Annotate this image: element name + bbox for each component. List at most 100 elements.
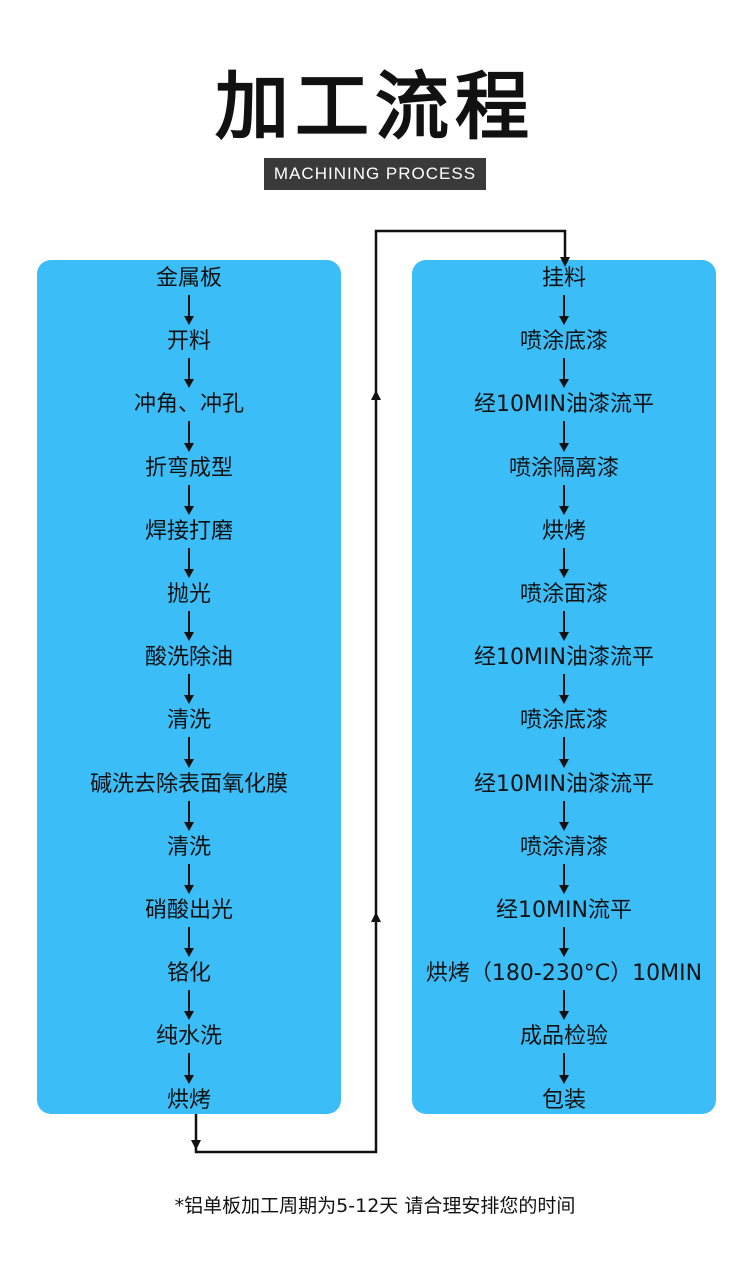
right-process-step: 经10MIN油漆流平 bbox=[474, 771, 654, 797]
connector-arrowhead-down-right bbox=[560, 257, 570, 267]
down-arrow-icon bbox=[558, 611, 570, 642]
connector-line bbox=[194, 229, 567, 1154]
right-process-step: 经10MIN油漆流平 bbox=[474, 392, 654, 418]
left-process-step: 清洗 bbox=[166, 834, 211, 860]
down-arrow-icon bbox=[183, 1053, 195, 1084]
arrow-shaft bbox=[563, 800, 565, 825]
right-process-step: 挂料 bbox=[541, 266, 586, 291]
arrow-head bbox=[184, 379, 194, 389]
connector-arrowhead-down-left bbox=[191, 1140, 201, 1150]
arrow-shaft bbox=[563, 547, 565, 572]
down-arrow-icon bbox=[183, 737, 195, 768]
arrow-shaft bbox=[188, 611, 190, 636]
arrow-head bbox=[184, 568, 194, 578]
right-process-step: 经10MIN流平 bbox=[496, 898, 632, 923]
arrow-shaft bbox=[188, 863, 190, 888]
arrow-shaft bbox=[563, 295, 565, 320]
arrow-head bbox=[559, 442, 569, 452]
down-arrow-icon bbox=[183, 927, 195, 958]
arrow-head bbox=[184, 821, 194, 831]
down-arrow-icon bbox=[183, 611, 195, 642]
left-process-step: 清洗 bbox=[166, 708, 211, 734]
left-process-step: 碱洗去除表面氧化膜 bbox=[89, 771, 288, 797]
down-arrow-icon bbox=[558, 484, 570, 515]
left-process-panel: 金属板开料冲角、冲孔折弯成型焊接打磨抛光酸洗除油清洗碱洗去除表面氧化膜清洗硝酸出… bbox=[37, 260, 341, 1114]
arrow-shaft bbox=[188, 990, 190, 1015]
down-arrow-icon bbox=[558, 1053, 570, 1084]
down-arrow-icon bbox=[558, 358, 570, 389]
arrow-head bbox=[559, 1011, 569, 1021]
right-process-step: 喷涂清漆 bbox=[519, 834, 608, 860]
right-process-step: 喷涂底漆 bbox=[519, 708, 608, 734]
arrow-head bbox=[184, 632, 194, 642]
arrow-head bbox=[559, 884, 569, 894]
arrow-head bbox=[184, 695, 194, 705]
arrow-shaft bbox=[563, 927, 565, 952]
arrow-head bbox=[184, 505, 194, 515]
arrow-shaft bbox=[563, 484, 565, 509]
arrow-shaft bbox=[563, 737, 565, 762]
down-arrow-icon bbox=[183, 358, 195, 389]
right-process-step: 包装 bbox=[541, 1087, 586, 1113]
arrow-shaft bbox=[563, 421, 565, 446]
down-arrow-icon bbox=[558, 421, 570, 452]
arrow-head bbox=[559, 505, 569, 515]
arrow-head bbox=[559, 1074, 569, 1084]
arrow-head bbox=[559, 758, 569, 768]
left-process-step: 开料 bbox=[166, 329, 211, 355]
arrow-head bbox=[184, 1011, 194, 1021]
arrow-shaft bbox=[188, 800, 190, 825]
arrow-shaft bbox=[563, 611, 565, 636]
connector-arrowhead-up-lower bbox=[371, 912, 381, 922]
arrow-shaft bbox=[563, 863, 565, 888]
arrow-shaft bbox=[188, 295, 190, 320]
footer-note: *铝单板加工周期为5-12天 请合理安排您的时间 bbox=[174, 1195, 576, 1217]
down-arrow-icon bbox=[558, 295, 570, 326]
left-process-step: 冲角、冲孔 bbox=[133, 392, 244, 418]
right-process-step: 喷涂底漆 bbox=[519, 329, 608, 355]
right-process-step: 烘烤（180-230°C）10MIN bbox=[425, 961, 703, 987]
arrow-shaft bbox=[563, 674, 565, 699]
down-arrow-icon bbox=[558, 990, 570, 1021]
right-process-panel: 挂料喷涂底漆经10MIN油漆流平喷涂隔离漆烘烤喷涂面漆经10MIN油漆流平喷涂底… bbox=[412, 260, 716, 1114]
down-arrow-icon bbox=[558, 674, 570, 705]
arrow-shaft bbox=[188, 1053, 190, 1078]
right-process-step: 成品检验 bbox=[519, 1024, 608, 1050]
left-process-step: 烘烤 bbox=[166, 1087, 211, 1113]
down-arrow-icon bbox=[183, 990, 195, 1021]
right-process-step: 喷涂面漆 bbox=[519, 582, 608, 607]
right-process-step: 烘烤 bbox=[541, 518, 586, 544]
arrow-shaft bbox=[563, 358, 565, 383]
arrow-head bbox=[184, 1074, 194, 1084]
left-process-step: 纯水洗 bbox=[155, 1024, 222, 1050]
arrow-shaft bbox=[188, 358, 190, 383]
arrow-head bbox=[559, 316, 569, 326]
arrow-shaft bbox=[188, 927, 190, 952]
left-process-step: 金属板 bbox=[155, 266, 222, 291]
arrow-shaft bbox=[188, 484, 190, 509]
arrow-head bbox=[559, 821, 569, 831]
down-arrow-icon bbox=[558, 863, 570, 894]
arrow-shaft bbox=[188, 421, 190, 446]
arrow-head bbox=[559, 568, 569, 578]
down-arrow-icon bbox=[558, 737, 570, 768]
page-title: 加工流程 bbox=[215, 64, 535, 150]
arrow-shaft bbox=[563, 990, 565, 1015]
arrow-shaft bbox=[188, 547, 190, 572]
down-arrow-icon bbox=[183, 295, 195, 326]
arrow-head bbox=[184, 884, 194, 894]
left-process-step: 折弯成型 bbox=[144, 455, 233, 481]
left-process-step: 焊接打磨 bbox=[144, 518, 233, 544]
down-arrow-icon bbox=[183, 547, 195, 578]
arrow-head bbox=[559, 695, 569, 705]
left-process-step: 硝酸出光 bbox=[144, 898, 233, 923]
down-arrow-icon bbox=[183, 863, 195, 894]
arrow-head bbox=[184, 442, 194, 452]
left-process-step: 抛光 bbox=[166, 582, 211, 607]
down-arrow-icon bbox=[183, 421, 195, 452]
arrow-head bbox=[184, 316, 194, 326]
arrow-head bbox=[559, 632, 569, 642]
arrow-shaft bbox=[563, 1053, 565, 1078]
arrow-shaft bbox=[188, 737, 190, 762]
